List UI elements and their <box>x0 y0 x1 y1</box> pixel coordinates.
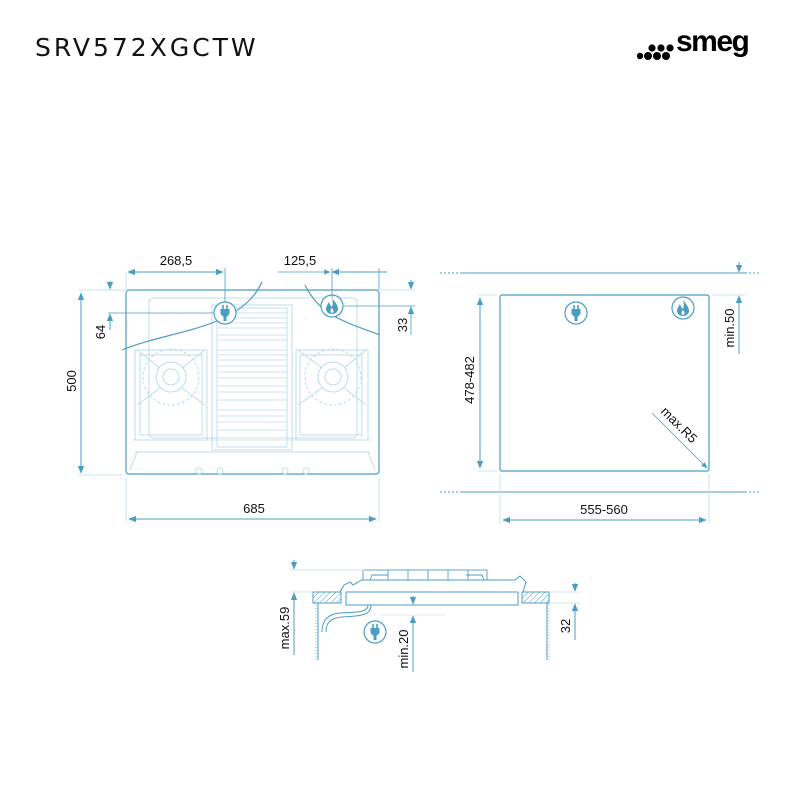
dim-depth: 500 <box>64 370 79 392</box>
side-view: max.59 min.20 32 <box>277 560 580 672</box>
logo-dots-icon <box>636 44 674 60</box>
dim-gas-offset-y: 33 <box>395 318 410 332</box>
plug-icon <box>564 301 588 325</box>
dim-width: 685 <box>243 501 265 516</box>
dim-max-height: max.59 <box>277 607 292 650</box>
dim-under-clearance: min.20 <box>396 629 411 668</box>
dim-plug-offset-y: 64 <box>93 325 108 339</box>
dim-cutout-depth: 478-482 <box>462 356 477 404</box>
dim-plug-offset-x: 268,5 <box>160 253 193 268</box>
gas-flame-icon <box>671 296 695 320</box>
plug-icon <box>213 301 237 325</box>
cutout-view: max.R5 478-482 min.50 555-560 <box>440 262 760 524</box>
model-title: SRV572XGCTW <box>35 33 259 62</box>
dim-back-clearance: min.50 <box>722 308 737 347</box>
brand-name: smeg <box>676 25 750 58</box>
top-view: 268,5 125,5 33 64 500 685 <box>64 253 415 523</box>
smeg-logo: smeg <box>636 25 772 64</box>
gas-flame-icon <box>320 294 344 318</box>
plug-icon <box>363 620 387 644</box>
dim-gas-offset-x: 125,5 <box>284 253 317 268</box>
dim-cutout-width: 555-560 <box>580 502 628 517</box>
dim-worktop-thickness: 32 <box>558 619 573 633</box>
